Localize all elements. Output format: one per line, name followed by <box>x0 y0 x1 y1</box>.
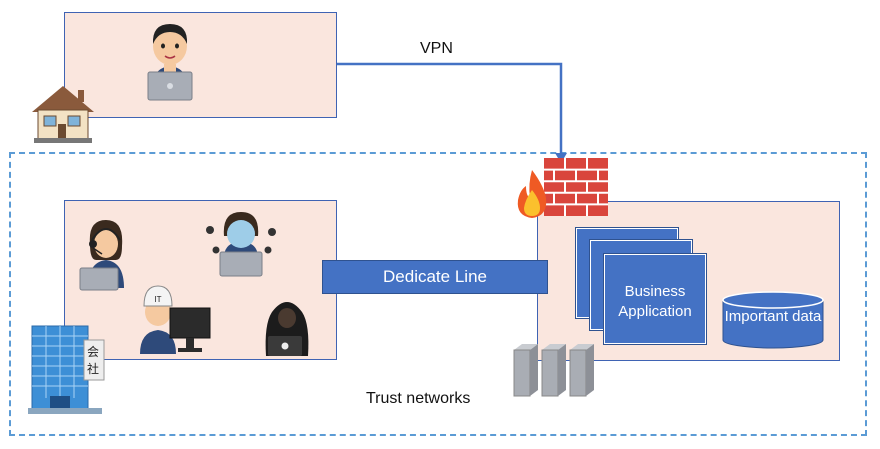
house-icon <box>32 86 94 143</box>
building-sign-bottom: 社 <box>87 362 100 376</box>
dedicate-line: Dedicate Line <box>322 260 548 294</box>
trust-networks-label: Trust networks <box>366 390 471 407</box>
it-engineer-icon: IT <box>140 285 211 354</box>
vpn-label: VPN <box>420 40 453 57</box>
important-data-label: Important data <box>724 308 822 325</box>
fire-icon <box>517 170 547 218</box>
business-application-label: Business Application <box>618 283 692 320</box>
building-sign-top: 会 <box>87 345 100 359</box>
home-zone <box>64 12 337 118</box>
firewall-icon <box>544 158 608 216</box>
hacker-icon <box>265 302 309 356</box>
remote-worker-icon <box>147 24 193 101</box>
server-rack-icon <box>513 344 594 397</box>
call-center-worker-icon <box>79 220 124 291</box>
office-building-icon <box>28 325 105 414</box>
business-app-card-front <box>603 253 707 345</box>
trust-network-boundary <box>9 152 867 436</box>
stressed-worker-icon <box>206 212 276 277</box>
svg-text:IT: IT <box>154 295 161 304</box>
database-icon <box>722 291 824 349</box>
